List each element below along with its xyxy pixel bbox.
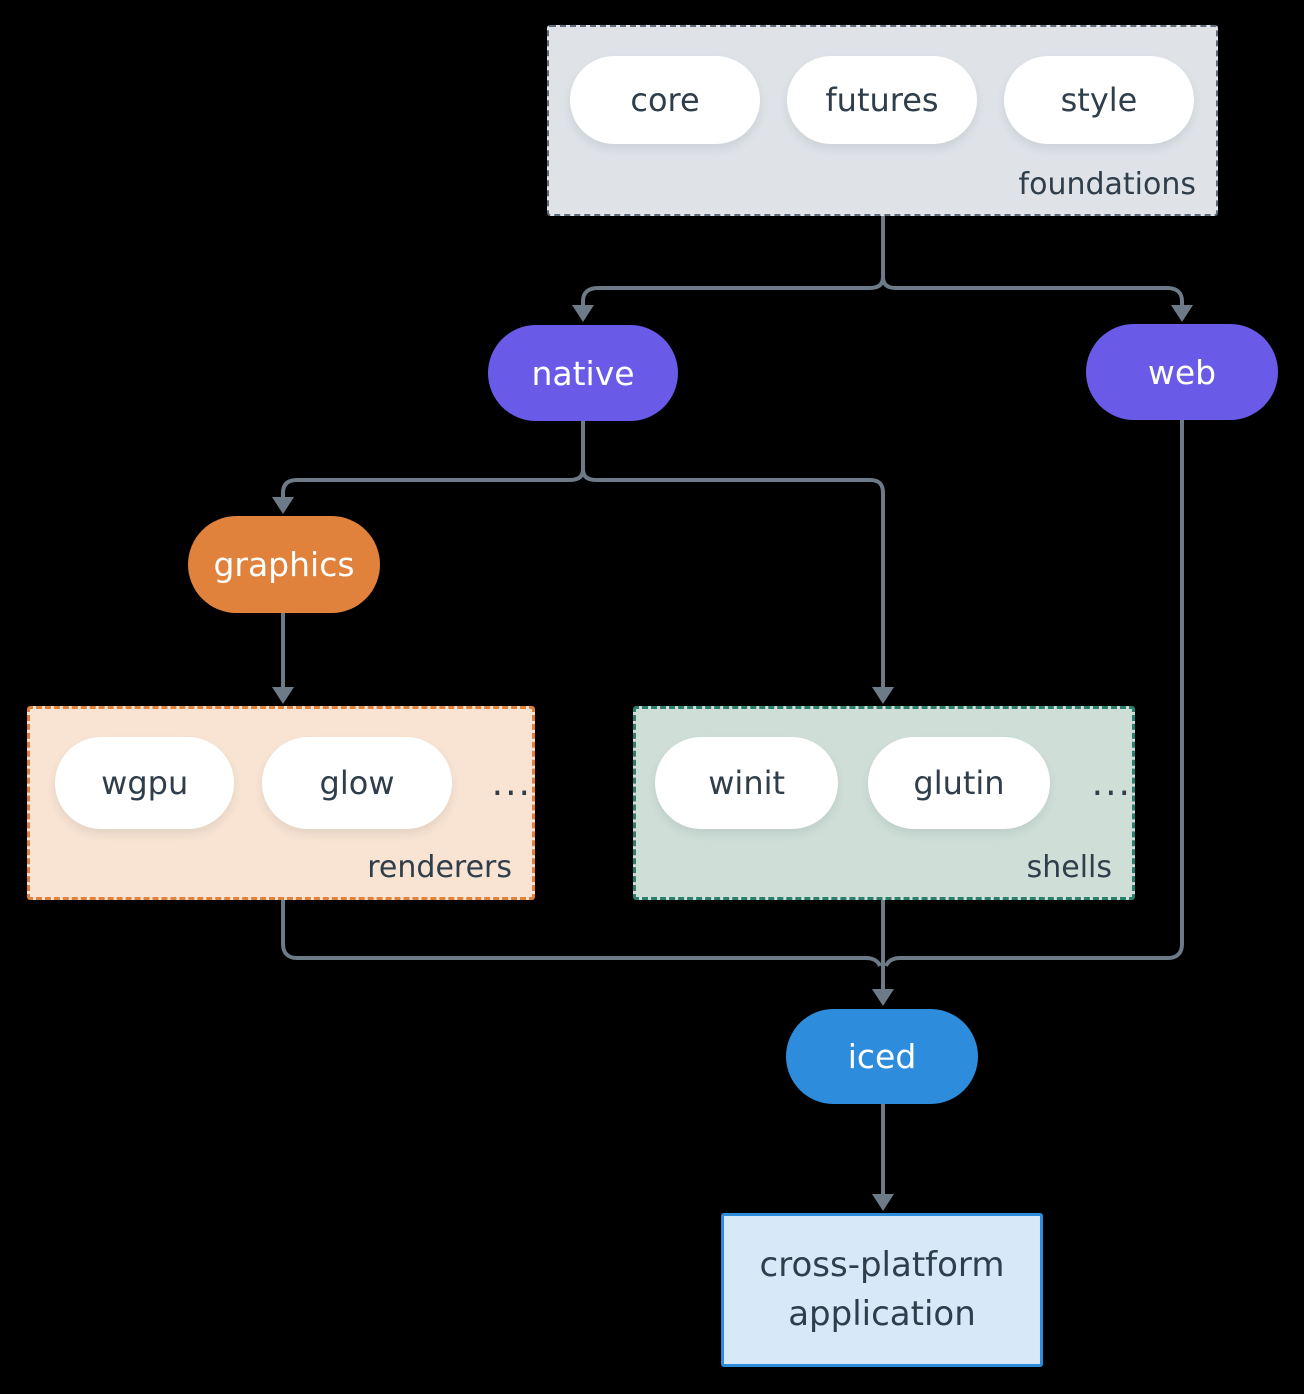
renderers-ellipsis: ... [491, 762, 532, 804]
arrowhead-application [872, 1194, 894, 1211]
node-core: core [570, 56, 760, 144]
node-native: native [488, 325, 678, 421]
renderers-pill-row: wgpu glow ... [30, 709, 532, 829]
arrowhead-graphics [272, 497, 294, 514]
node-graphics: graphics [188, 516, 380, 613]
foundations-group: core futures style foundations [547, 25, 1218, 216]
renderers-group: wgpu glow ... renderers [27, 706, 535, 900]
connector-native-to-shells [581, 468, 885, 688]
node-iced: iced [786, 1009, 978, 1104]
arrowhead-native [572, 305, 594, 322]
foundations-pill-row: core futures style [549, 27, 1216, 144]
renderers-group-label: renderers [367, 850, 512, 885]
foundations-group-label: foundations [1018, 167, 1196, 202]
node-cross-platform-application: cross-platform application [721, 1213, 1043, 1367]
node-futures: futures [787, 56, 977, 144]
node-winit: winit [655, 737, 839, 829]
connector-foundations-to-web [881, 276, 1184, 308]
node-web: web [1086, 324, 1278, 420]
connector-renderers-to-merge [281, 900, 882, 967]
node-glow: glow [262, 737, 452, 829]
connector-web-to-merge [884, 420, 1184, 967]
shells-pill-row: winit glutin ... [636, 709, 1132, 829]
node-wgpu: wgpu [55, 737, 235, 829]
node-style: style [1004, 56, 1194, 144]
shells-group: winit glutin ... shells [633, 706, 1135, 900]
node-glutin: glutin [868, 737, 1050, 829]
arrowhead-shells [872, 687, 894, 704]
arrowhead-renderers [272, 687, 294, 704]
arrowhead-iced [872, 989, 894, 1006]
shells-group-label: shells [1026, 850, 1112, 885]
shells-ellipsis: ... [1091, 762, 1132, 804]
connector-foundations-to-native [581, 276, 885, 308]
arrowhead-web [1171, 305, 1193, 322]
connector-native-to-graphics [281, 468, 585, 500]
